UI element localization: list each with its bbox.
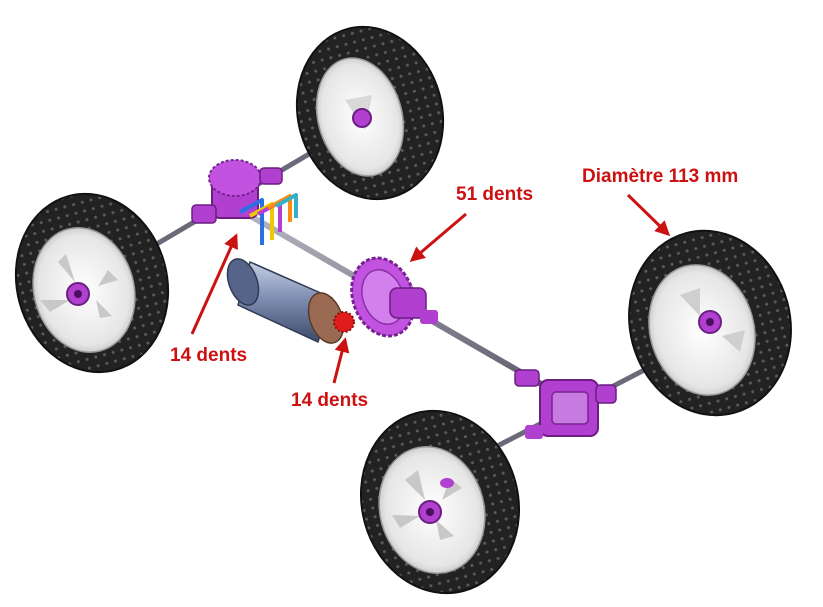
diff-coupler [525, 425, 543, 439]
rim-spoke [722, 330, 745, 352]
hub [352, 108, 372, 128]
wheel-front-left [359, 409, 521, 595]
arrow-gear-large [409, 212, 467, 262]
label-gear-large: 51 dents [456, 184, 533, 205]
hub-center [74, 290, 82, 298]
motor-endbell [226, 258, 260, 306]
annotations: Diamètre 113 mm 51 dents 14 dents 14 den… [170, 166, 738, 411]
diff-coupler [514, 369, 540, 387]
diff-coupler [595, 384, 617, 404]
arrow-pinion-left [190, 233, 238, 335]
label-diameter: Diamètre 113 mm [582, 166, 738, 187]
label-pinion-left: 14 dents [170, 345, 247, 366]
diff-coupler [259, 167, 283, 185]
hub-center [426, 508, 434, 516]
wheel-front-right [628, 229, 792, 417]
rim-spoke [40, 300, 70, 312]
wiring-bundle [239, 193, 298, 245]
wire-teal [275, 193, 298, 218]
wire-orange [267, 194, 292, 222]
rim-spoke [405, 470, 425, 500]
rear-differential [191, 159, 283, 224]
spur-gear [350, 256, 438, 338]
diff-gear [208, 159, 262, 197]
wheel-rear-left [14, 192, 170, 374]
front-differential [514, 369, 617, 439]
arrow-diameter [626, 193, 671, 237]
diff-cover [551, 391, 589, 425]
wheel-rear-right [295, 25, 445, 201]
hub-center [706, 318, 714, 326]
rim-spoke [442, 478, 462, 500]
rim-spoke [680, 288, 700, 316]
shaft-coupler [420, 310, 438, 324]
rim-spoke [58, 254, 75, 282]
rim-spoke [98, 270, 118, 286]
diff-coupler [191, 204, 217, 224]
motor-pinion [333, 311, 355, 333]
axle-boss [440, 478, 454, 488]
gear-carrier [389, 287, 427, 319]
rim-spoke [96, 300, 112, 318]
rim-spoke [436, 520, 454, 540]
rim-spoke [392, 515, 420, 528]
label-pinion-motor: 14 dents [291, 390, 368, 411]
motor [226, 258, 355, 344]
wire-blue [239, 198, 264, 245]
arrow-pinion-motor [332, 337, 350, 384]
